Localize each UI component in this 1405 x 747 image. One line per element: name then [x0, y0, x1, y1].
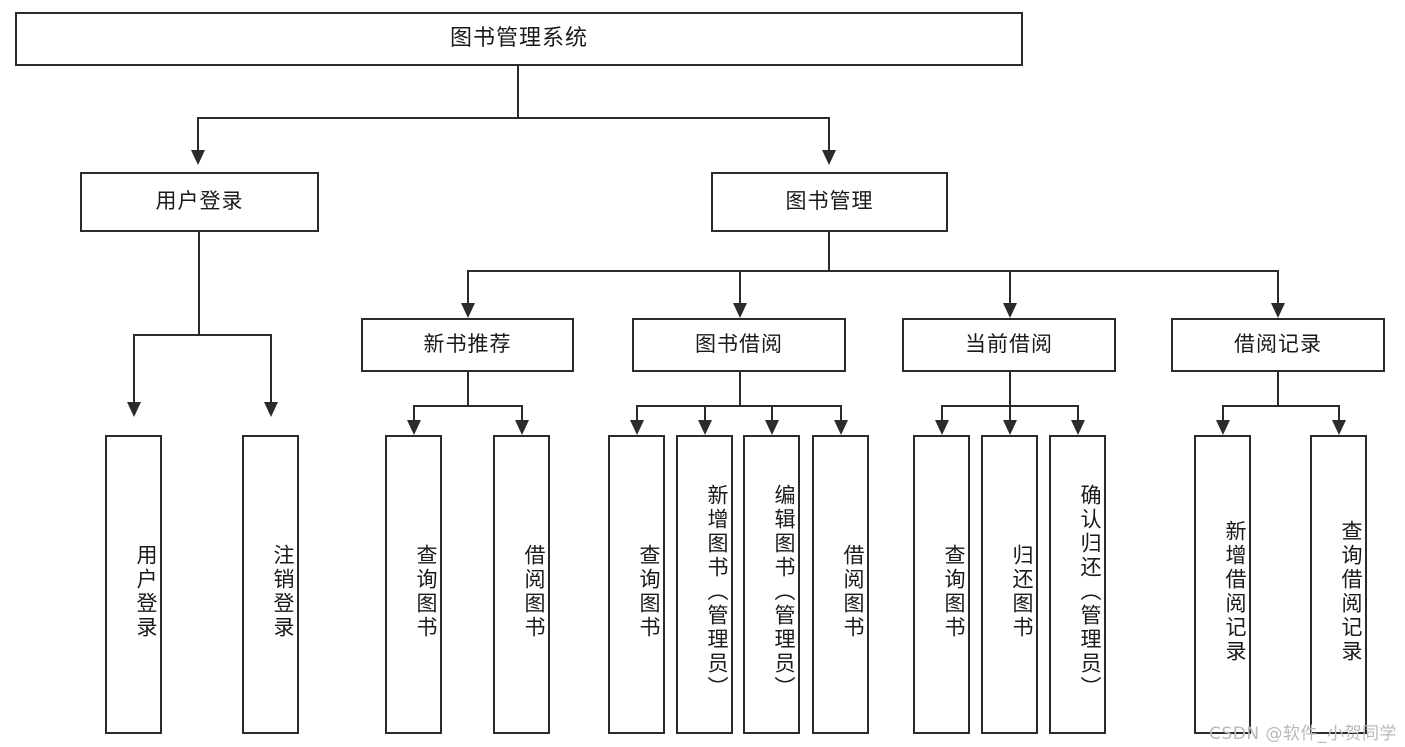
node-label: 图书管理	[785, 189, 874, 214]
connector-nbr-drop-2	[521, 405, 523, 423]
arrowhead-nbr-leaf-2	[515, 420, 529, 435]
connector-to-book-management	[828, 117, 830, 152]
leaf-label: 注销登录	[271, 543, 295, 640]
leaf-label: 查询借阅记录	[1339, 519, 1363, 664]
arrowhead-user-login-leaf-1	[127, 402, 141, 417]
leaf-borrow-book[interactable]: 借阅图书	[812, 435, 869, 734]
arrowhead-cb-leaf-3	[1071, 420, 1085, 435]
connector-bb-drop-2	[704, 405, 706, 423]
node-label: 借阅记录	[1234, 332, 1322, 357]
leaf-query-book-recommend[interactable]: 查询图书	[385, 435, 442, 734]
arrowhead-cb-leaf-1	[935, 420, 949, 435]
node-label: 图书借阅	[695, 332, 783, 357]
connector-book-borrow-stem	[739, 372, 741, 406]
leaf-label: 用户登录	[134, 543, 158, 640]
connector-to-borrow-record	[1277, 270, 1279, 305]
leaf-edit-book-admin[interactable]: 编辑图书（管理员）	[743, 435, 800, 734]
connector-level3-bus	[467, 270, 1278, 272]
leaf-label: 查询图书	[414, 543, 438, 640]
csdn-watermark: CSDN @软件_小贺同学	[1209, 724, 1397, 744]
node-label: 图书管理系统	[449, 25, 588, 51]
arrowhead-cb-leaf-2	[1003, 420, 1017, 435]
node-book-management[interactable]: 图书管理	[711, 172, 948, 232]
connector-user-login-drop-1	[133, 334, 135, 404]
leaf-label: 编辑图书（管理员）	[772, 483, 796, 700]
connector-borrow-record-bus	[1222, 405, 1340, 407]
node-new-book-recommend[interactable]: 新书推荐	[361, 318, 574, 372]
leaf-label: 新增借阅记录	[1223, 519, 1247, 664]
arrowhead-user-login-leaf-2	[264, 402, 278, 417]
arrowhead-nbr-leaf-1	[407, 420, 421, 435]
connector-bb-drop-4	[840, 405, 842, 423]
connector-level1-bus	[197, 117, 830, 119]
arrowhead-br-leaf-2	[1332, 420, 1346, 435]
connector-cb-drop-3	[1077, 405, 1079, 423]
leaf-query-book-borrow[interactable]: 查询图书	[608, 435, 665, 734]
arrowhead-bb-leaf-1	[630, 420, 644, 435]
connector-bb-drop-1	[636, 405, 638, 423]
arrowhead-bb-leaf-2	[698, 420, 712, 435]
arrowhead-to-borrow-record	[1271, 303, 1285, 318]
connector-current-borrow-stem	[1009, 372, 1011, 406]
arrowhead-to-book-management	[822, 150, 836, 165]
connector-to-new-book-recommend	[467, 270, 469, 305]
node-root-book-management-system[interactable]: 图书管理系统	[15, 12, 1023, 66]
connector-new-book-recommend-bus	[413, 405, 523, 407]
connector-new-book-recommend-stem	[467, 372, 469, 406]
connector-br-drop-1	[1222, 405, 1224, 423]
leaf-label: 借阅图书	[522, 543, 546, 640]
connector-br-drop-2	[1338, 405, 1340, 423]
connector-to-book-borrow	[739, 270, 741, 305]
arrowhead-to-user-login	[191, 150, 205, 165]
leaf-query-borrow-record[interactable]: 查询借阅记录	[1310, 435, 1367, 734]
connector-nbr-drop-1	[413, 405, 415, 423]
node-label: 新书推荐	[423, 332, 512, 357]
node-borrow-record[interactable]: 借阅记录	[1171, 318, 1385, 372]
arrowhead-to-current-borrow	[1003, 303, 1017, 318]
connector-user-login-bus	[133, 334, 272, 336]
leaf-logout[interactable]: 注销登录	[242, 435, 299, 734]
leaf-borrow-book-recommend[interactable]: 借阅图书	[493, 435, 550, 734]
leaf-add-borrow-record[interactable]: 新增借阅记录	[1194, 435, 1251, 734]
connector-cb-drop-2	[1009, 405, 1011, 423]
leaf-confirm-return-admin[interactable]: 确认归还（管理员）	[1049, 435, 1106, 734]
leaf-return-book[interactable]: 归还图书	[981, 435, 1038, 734]
connector-borrow-record-stem	[1277, 372, 1279, 406]
leaf-user-login[interactable]: 用户登录	[105, 435, 162, 734]
leaf-label: 查询图书	[637, 543, 661, 640]
leaf-label: 借阅图书	[841, 543, 865, 640]
connector-bb-drop-3	[771, 405, 773, 423]
arrowhead-to-book-borrow	[733, 303, 747, 318]
arrowhead-bb-leaf-3	[765, 420, 779, 435]
arrowhead-br-leaf-1	[1216, 420, 1230, 435]
leaf-label: 查询图书	[942, 543, 966, 640]
connector-book-management-stem	[828, 232, 830, 271]
leaf-label: 新增图书（管理员）	[705, 483, 729, 700]
node-book-borrow[interactable]: 图书借阅	[632, 318, 846, 372]
arrowhead-to-new-book-recommend	[461, 303, 475, 318]
connector-to-current-borrow	[1009, 270, 1011, 305]
connector-user-login-stem	[198, 232, 200, 335]
arrowhead-bb-leaf-4	[834, 420, 848, 435]
connector-to-user-login	[197, 117, 199, 152]
node-label: 当前借阅	[965, 332, 1053, 357]
connector-cb-drop-1	[941, 405, 943, 423]
connector-book-borrow-bus	[636, 405, 841, 407]
leaf-add-book-admin[interactable]: 新增图书（管理员）	[676, 435, 733, 734]
connector-user-login-drop-2	[270, 334, 272, 404]
leaf-label: 确认归还（管理员）	[1078, 483, 1102, 700]
node-user-login[interactable]: 用户登录	[80, 172, 319, 232]
node-current-borrow[interactable]: 当前借阅	[902, 318, 1116, 372]
leaf-label: 归还图书	[1010, 543, 1034, 640]
leaf-query-book-current[interactable]: 查询图书	[913, 435, 970, 734]
node-label: 用户登录	[155, 189, 244, 214]
connector-root-stem	[517, 66, 519, 118]
